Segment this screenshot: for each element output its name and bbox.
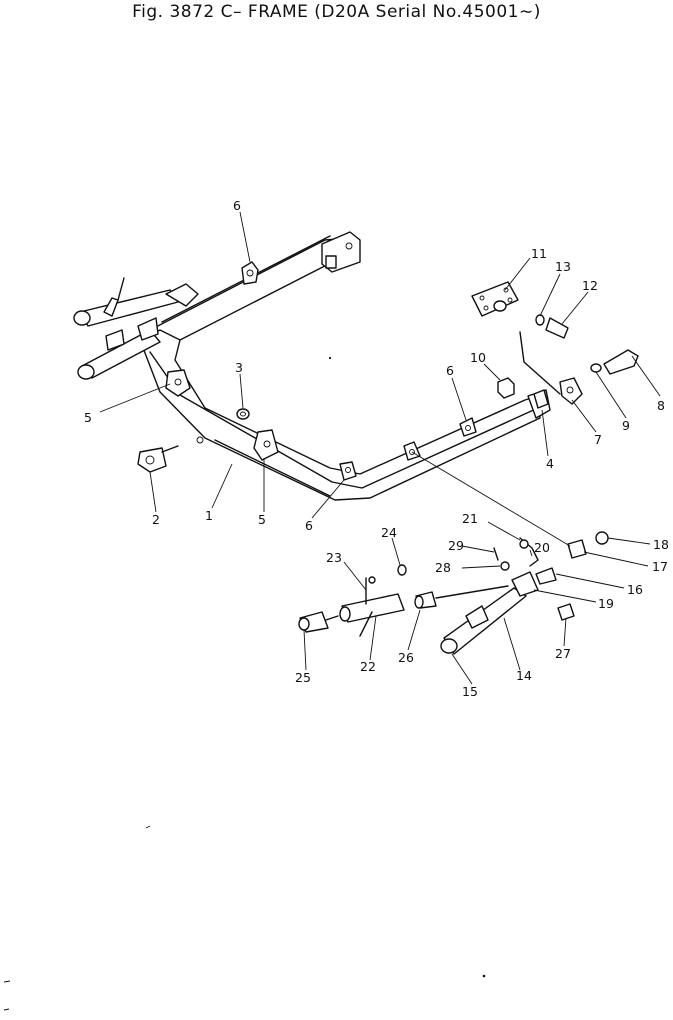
callout-12: 12 [582, 278, 598, 293]
callout-27: 27 [555, 646, 571, 661]
callout-8: 8 [657, 398, 665, 413]
part-24-nut [397, 564, 407, 576]
callout-9: 9 [622, 418, 630, 433]
part-9-washer [590, 363, 602, 373]
callout-labels: 6 11 13 12 3 10 6 5 8 9 7 4 2 1 5 6 21 2… [84, 198, 669, 699]
callout-19: 19 [598, 596, 614, 611]
callout-7: 7 [594, 432, 602, 447]
part-4-pin [533, 389, 549, 409]
callout-11: 11 [531, 246, 547, 261]
part-27-bolt [557, 603, 575, 621]
callout-2: 2 [152, 512, 160, 527]
callout-17: 17 [652, 559, 668, 574]
callout-4: 4 [546, 456, 554, 471]
callout-6: 6 [233, 198, 241, 213]
callout-6: 6 [446, 363, 454, 378]
part-11-plate-assembly [471, 281, 569, 395]
part-2-eyebolt [137, 445, 179, 473]
callout-13: 13 [555, 259, 571, 274]
boss-5-middle [253, 429, 279, 461]
part-22-tube [341, 593, 405, 623]
callout-20: 20 [534, 540, 550, 555]
figure-title: Fig. 3872 C– FRAME (D20A Serial No.45001… [132, 2, 541, 22]
callout-23: 23 [326, 550, 342, 565]
callout-18: 18 [653, 537, 669, 552]
boss-6-right-upper [459, 417, 477, 437]
callout-14: 14 [516, 668, 532, 683]
callout-15: 15 [462, 684, 478, 699]
part-7-clamp [559, 377, 583, 405]
callout-22: 22 [360, 659, 376, 674]
left-hydraulic-assembly [73, 277, 199, 380]
callout-26: 26 [398, 650, 414, 665]
scan-specks [3, 356, 486, 1011]
part-16-pin [535, 567, 557, 585]
callout-5: 5 [258, 512, 266, 527]
callout-10: 10 [470, 350, 486, 365]
boss-6-right-lower [403, 441, 421, 461]
part-17-fitting [567, 539, 587, 559]
callout-25: 25 [295, 670, 311, 685]
part-29-pin [493, 547, 499, 561]
part-23-pin [359, 611, 373, 637]
part-28-washer [500, 561, 510, 571]
part-19-block [511, 571, 539, 597]
boss-6-upper [241, 261, 259, 285]
callout-29: 29 [448, 538, 464, 553]
callout-28: 28 [435, 560, 451, 575]
lower-right-cylinder-assembly [435, 531, 609, 655]
callout-16: 16 [627, 582, 643, 597]
callout-24: 24 [381, 525, 397, 540]
part-18-cap [595, 531, 609, 545]
part-3-washer [236, 408, 250, 420]
part-15-end [440, 638, 458, 654]
c-frame-part-1 [139, 231, 551, 501]
leader-lines [99, 211, 661, 685]
part-8-bolt [603, 349, 639, 375]
callout-21: 21 [462, 511, 478, 526]
boss-6-lower [339, 461, 357, 481]
part-13-washer [535, 314, 545, 326]
callout-3: 3 [235, 360, 243, 375]
part-12-bolt [545, 317, 569, 339]
callout-1: 1 [205, 508, 213, 523]
lower-left-rod-assembly [298, 564, 437, 637]
callout-5: 5 [84, 410, 92, 425]
part-21-clip [519, 539, 529, 549]
part-10-block [497, 377, 515, 399]
callout-6: 6 [305, 518, 313, 533]
